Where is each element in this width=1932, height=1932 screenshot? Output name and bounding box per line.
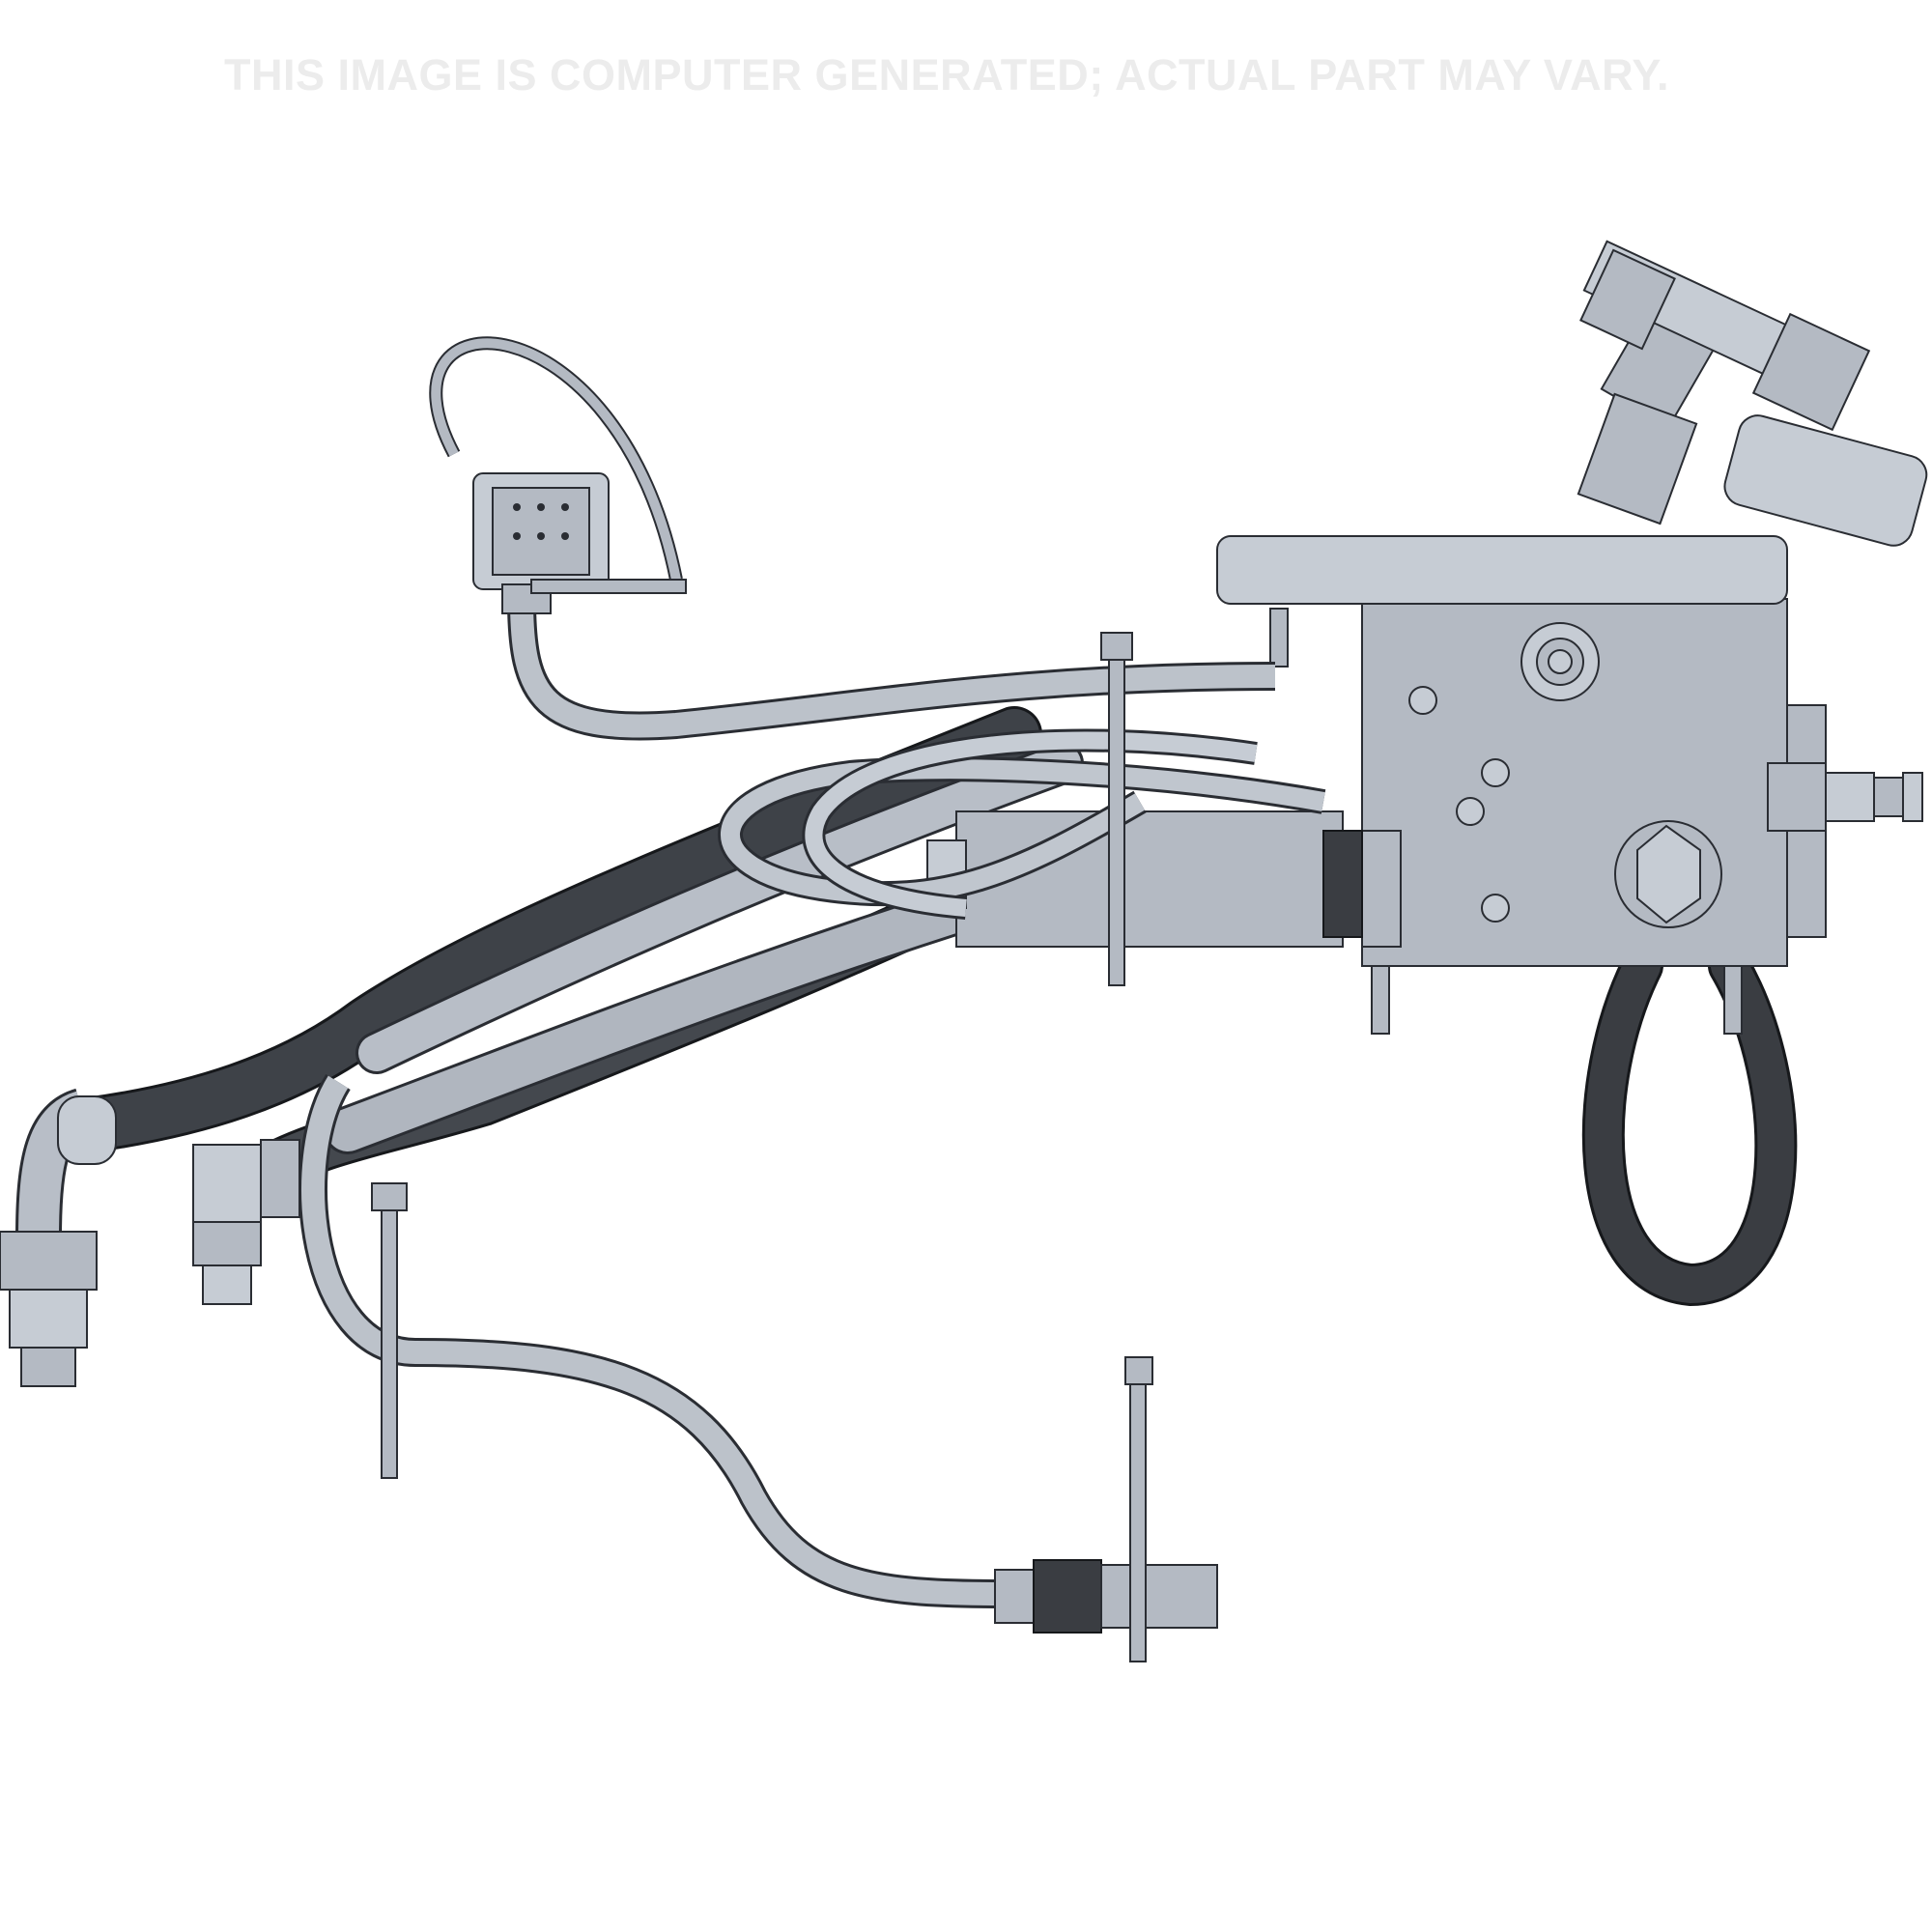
dark-hose-main <box>59 706 1042 1153</box>
solenoid-cartridge <box>926 810 1363 948</box>
cable-tie-lower-left <box>371 1182 408 1479</box>
grey-cable-loop <box>718 728 1326 920</box>
upper-connector <box>429 336 687 614</box>
grey-tube-upper <box>355 742 1084 1074</box>
middle-elbow-fitting <box>192 1139 300 1305</box>
tee-fitting-top <box>1577 240 1928 547</box>
dark-hose-loop-right <box>1581 945 1798 1307</box>
valve-manifold-block <box>1216 535 1827 1035</box>
right-valve-stem <box>1767 762 1923 832</box>
lower-connector <box>994 1356 1218 1662</box>
disclaimer-watermark: THIS IMAGE IS COMPUTER GENERATED; ACTUAL… <box>224 50 1669 99</box>
lower-sensor-cable <box>298 1074 1006 1608</box>
left-elbow-fitting <box>0 1088 117 1387</box>
upper-sensor-cable <box>507 598 1276 741</box>
cable-tie-middle <box>1100 632 1133 986</box>
